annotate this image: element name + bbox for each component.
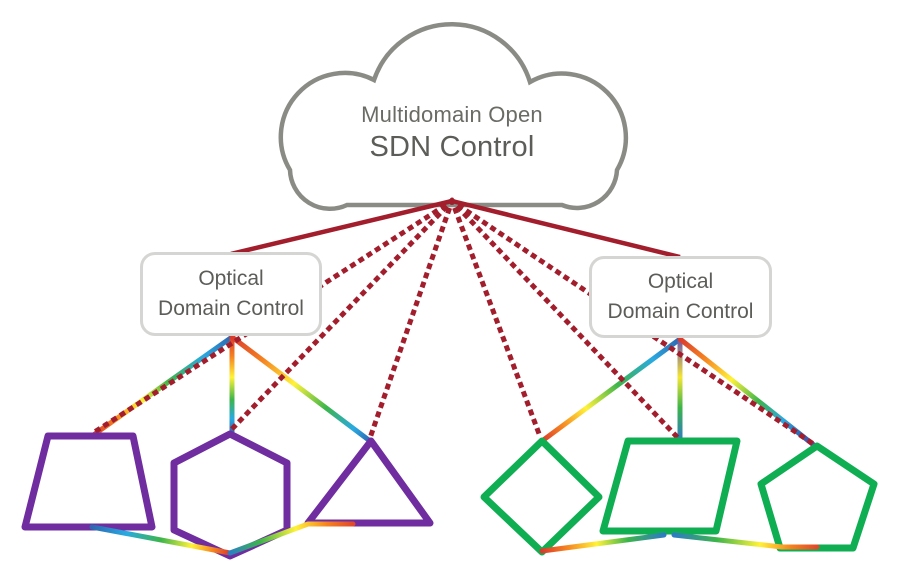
link-solid-cloud-left-controller — [230, 198, 453, 257]
optical-link-diamond-parallelogram — [539, 532, 667, 554]
left-controller-label-line1: Optical — [198, 267, 264, 291]
right-controller-label-line2: Domain Control — [607, 300, 754, 323]
optical-domain-control-left: Optical Domain Control — [140, 252, 322, 336]
optical-link-parallelogram-pentagon — [671, 532, 820, 550]
hexagon-shape — [170, 430, 291, 560]
diamond-shape — [480, 437, 603, 556]
parallelogram-shape — [599, 437, 741, 535]
trapezoid-shape — [21, 432, 156, 531]
link-dotted-cloud-triangle — [366, 197, 456, 442]
optical-link-rightbox-diamond — [539, 336, 683, 444]
sdn-cloud — [278, 22, 629, 211]
link-dotted-cloud-parallelogram — [448, 197, 683, 443]
optical-domain-control-right: Optical Domain Control — [589, 256, 772, 338]
pentagon-shape — [757, 442, 878, 552]
link-dotted-cloud-hexagon — [227, 197, 456, 434]
optical-link-trapezoid-hexagon — [89, 524, 233, 556]
optical-link-leftbox-triangle — [229, 334, 373, 444]
link-dotted-cloud-diamond — [448, 197, 545, 443]
link-solid-cloud-right-controller — [451, 198, 681, 260]
right-controller-label-line1: Optical — [647, 270, 714, 294]
triangle-shape — [304, 437, 434, 527]
optical-link-hexagon-triangle — [227, 521, 356, 556]
left-controller-label-line2: Domain Control — [158, 297, 304, 320]
